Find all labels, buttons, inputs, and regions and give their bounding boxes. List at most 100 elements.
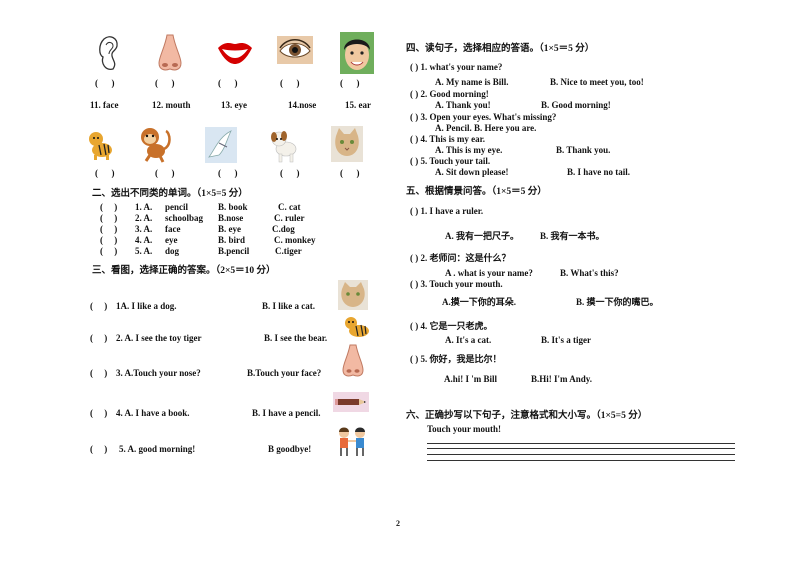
option-a: A . what is your name? — [445, 268, 533, 278]
option-b: B goodbye! — [268, 444, 312, 454]
dog-picture — [268, 127, 302, 163]
section3-title: 三、看图，选择正确的答案。（2×5＝10 分） — [92, 266, 276, 276]
section5-title: 五、根据情景问答。（1×5＝5 分） — [406, 187, 547, 197]
question: ( ) 5. Touch your tail. — [410, 156, 491, 166]
writing-line[interactable] — [427, 460, 735, 461]
nose-icon — [158, 34, 182, 71]
eye-icon — [277, 36, 313, 64]
option-a: eye — [165, 235, 178, 245]
question: ( ) 1. what's your name? — [410, 62, 503, 72]
option-b: B. Good morning! — [541, 100, 611, 110]
option-c: C.tiger — [275, 246, 302, 256]
option-a: A. This is my eye. — [435, 145, 503, 155]
option-a: 2. A. I see the toy tiger — [116, 333, 202, 343]
option-c: C.dog — [272, 224, 295, 234]
face-picture — [340, 32, 374, 74]
answer-blank[interactable]: ( ) — [100, 235, 118, 245]
answer-blank[interactable]: ( ) — [100, 213, 118, 223]
answer-blank[interactable]: ( ) — [100, 224, 118, 234]
ear-icon — [99, 36, 118, 70]
answer-blank[interactable]: ( ) — [218, 168, 238, 178]
question: ( ) 4. 它是一只老虎。 — [410, 321, 493, 331]
children-picture — [334, 425, 370, 459]
monkey-icon — [141, 128, 171, 163]
dog-icon — [271, 131, 297, 163]
answer-blank[interactable]: ( ) — [155, 168, 175, 178]
option-a: A. Pencil. B. Here you are. — [435, 123, 537, 133]
answer-blank[interactable]: ( ) — [90, 444, 108, 454]
tiger-picture — [87, 128, 115, 160]
answer-blank[interactable]: ( ) — [100, 246, 118, 256]
option-a: A. Thank you! — [435, 100, 491, 110]
pencil-picture — [333, 392, 369, 412]
answer-blank[interactable]: ( ) — [95, 168, 115, 178]
option-a: 4. A. I have a book. — [116, 408, 190, 418]
word-label: 13. eye — [221, 100, 247, 110]
option-a: 1A. I like a dog. — [116, 301, 177, 311]
question-number: 4. A. — [135, 235, 153, 245]
option-b: B. I see the bear. — [264, 333, 328, 343]
answer-blank[interactable]: ( ) — [90, 301, 108, 311]
eye-picture — [277, 36, 313, 64]
copy-sentence: Touch your mouth! — [427, 424, 502, 434]
option-b: B. book — [218, 202, 248, 212]
word-label: 15. ear — [345, 100, 371, 110]
ear-picture — [95, 33, 121, 73]
option-b: B. eye — [218, 224, 241, 234]
option-b: B. I have no tail. — [567, 167, 631, 177]
nose-picture — [338, 344, 368, 378]
tiger-icon — [89, 132, 112, 160]
question-number: 3. A. — [135, 224, 153, 234]
writing-line[interactable] — [427, 443, 735, 444]
option-a: A. It's a cat. — [445, 335, 492, 345]
pencil-icon — [333, 392, 369, 412]
question: ( ) 1. I have a ruler. — [410, 206, 484, 216]
nose-picture — [153, 33, 187, 73]
answer-blank[interactable]: ( ) — [340, 168, 360, 178]
question: ( ) 3. Open your eyes. What's missing? — [410, 112, 557, 122]
option-b: B. 我有一本书。 — [540, 231, 605, 241]
option-b: B. What's this? — [560, 268, 619, 278]
answer-blank[interactable]: ( ) — [90, 333, 108, 343]
mouth-icon — [218, 43, 252, 64]
question: ( ) 3. Touch your mouth. — [410, 279, 503, 289]
face-icon — [340, 32, 374, 74]
option-b: B.nose — [218, 213, 244, 223]
page-number: 2 — [396, 519, 400, 528]
answer-blank[interactable]: ( ) — [340, 78, 360, 88]
question: ( ) 4. This is my ear. — [410, 134, 486, 144]
word-label: 11. face — [90, 100, 119, 110]
answer-blank[interactable]: ( ) — [218, 78, 238, 88]
writing-line[interactable] — [427, 448, 735, 449]
option-a: 3. A.Touch your nose? — [116, 368, 201, 378]
answer-blank[interactable]: ( ) — [90, 368, 108, 378]
option-b: B. Nice to meet you, too! — [550, 77, 644, 87]
question: ( ) 2. Good morning! — [410, 89, 489, 99]
option-b: B. 摸一下你的嘴巴。 — [576, 297, 659, 307]
monkey-picture — [136, 125, 172, 163]
option-c: C. ruler — [274, 213, 305, 223]
section6-title: 六、正确抄写以下句子，注意格式和大小写。（1×5=5 分） — [406, 411, 648, 421]
option-b: B. It's a tiger — [541, 335, 591, 345]
answer-blank[interactable]: ( ) — [155, 78, 175, 88]
children-icon — [339, 427, 365, 456]
option-b: B. bird — [218, 235, 246, 245]
option-a: 5. A. good morning! — [119, 444, 196, 454]
option-b: B. I have a pencil. — [252, 408, 321, 418]
option-b: B.Hi! I'm Andy. — [531, 374, 593, 384]
writing-line[interactable] — [427, 454, 735, 455]
answer-blank[interactable]: ( ) — [95, 78, 115, 88]
cat-icon — [331, 126, 363, 162]
answer-blank[interactable]: ( ) — [90, 408, 108, 418]
section4-title: 四、读句子，选择相应的答语。（1×5＝5 分） — [406, 44, 595, 54]
option-c: C. cat — [278, 202, 301, 212]
answer-blank[interactable]: ( ) — [100, 202, 118, 212]
answer-blank[interactable]: ( ) — [280, 168, 300, 178]
mouth-picture — [216, 38, 254, 66]
word-label: 14.nose — [288, 100, 317, 110]
option-a: A.hi! I 'm Bill — [444, 374, 498, 384]
bird-icon — [205, 127, 237, 163]
option-b: B.pencil — [218, 246, 250, 256]
answer-blank[interactable]: ( ) — [280, 78, 300, 88]
